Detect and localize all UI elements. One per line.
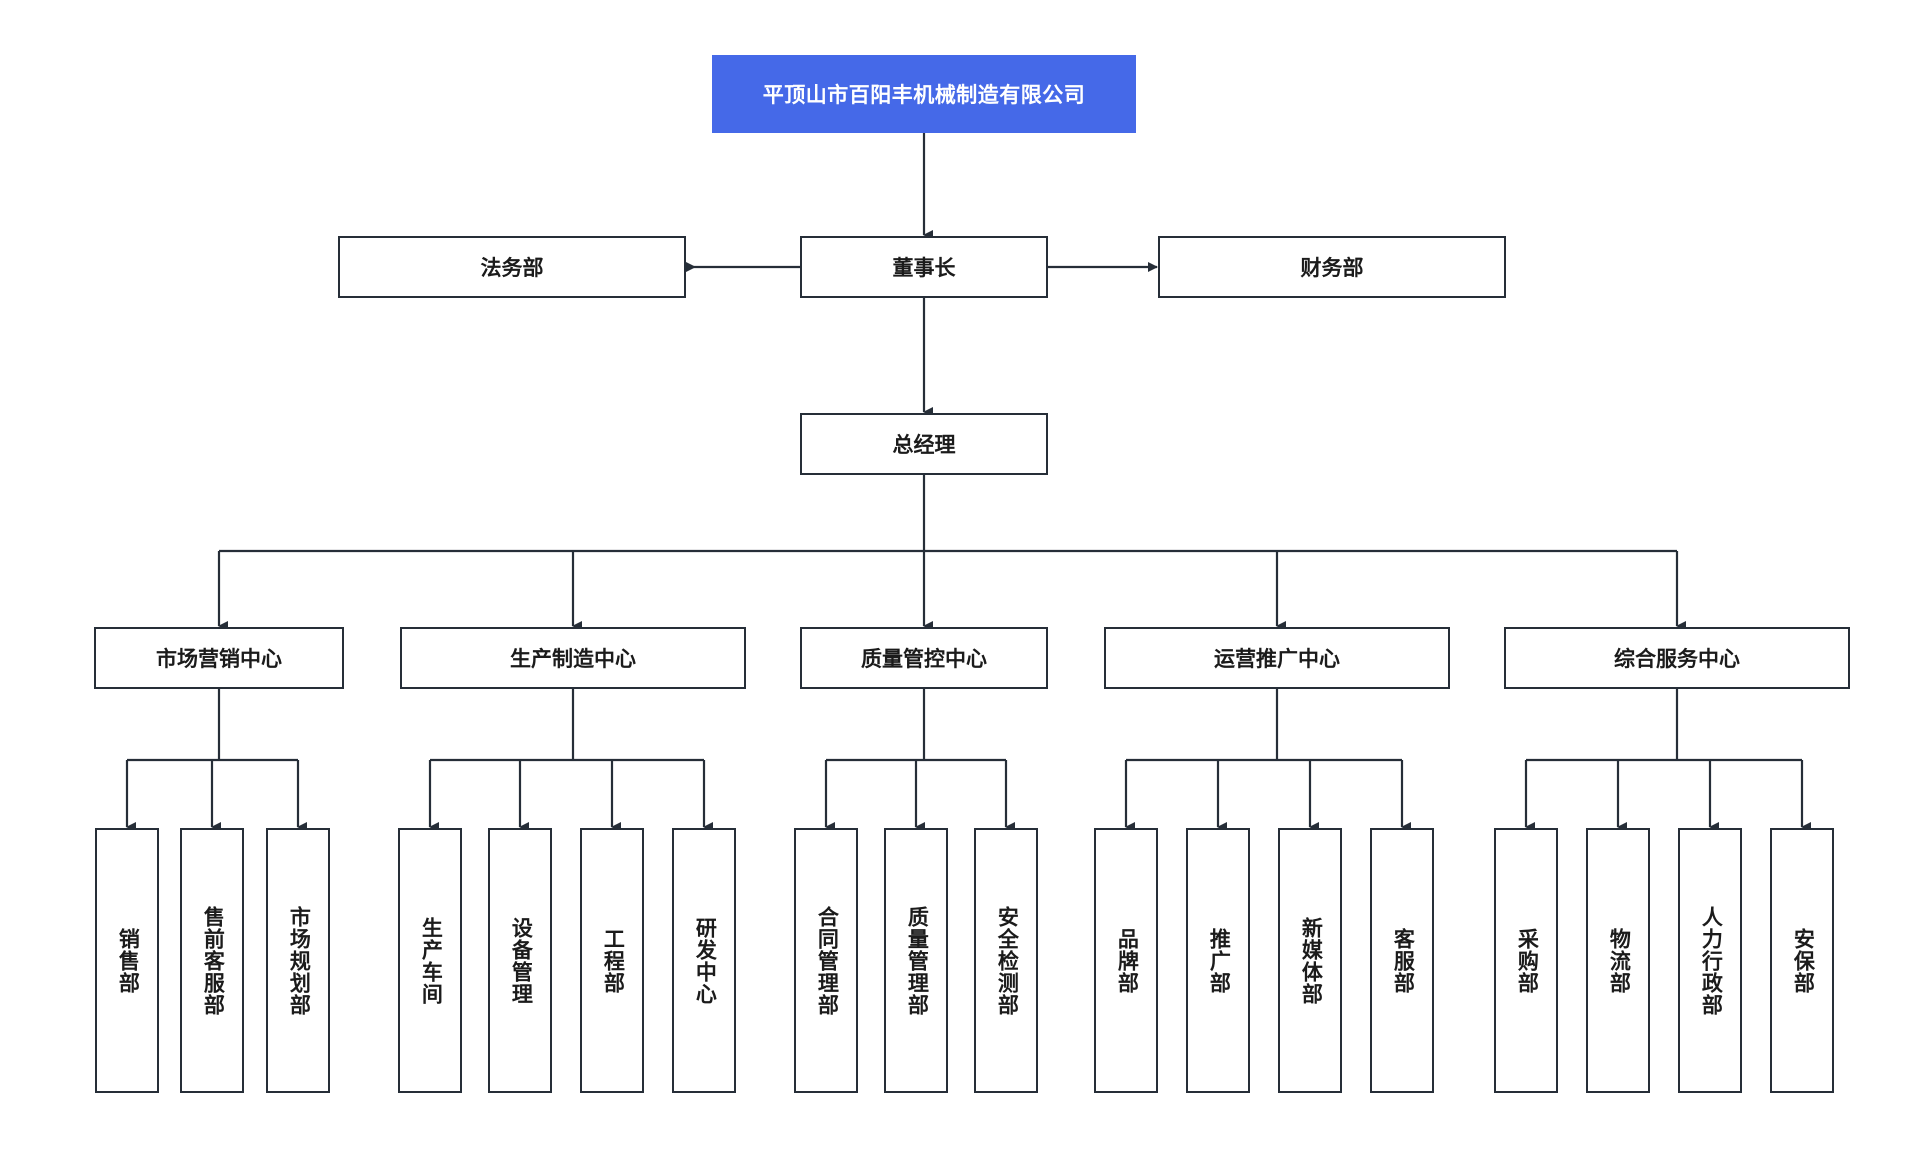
node-finance-department[interactable]: 财务部 xyxy=(1158,236,1506,298)
node-label: 财务部 xyxy=(1300,257,1364,280)
node-department-5-2[interactable]: 物流部 xyxy=(1586,828,1650,1093)
node-center-4[interactable]: 运营推广中心 xyxy=(1104,627,1450,689)
node-label: 设备管理 xyxy=(509,916,533,1005)
node-department-2-4[interactable]: 研发中心 xyxy=(672,828,736,1093)
node-chairman[interactable]: 董事长 xyxy=(800,236,1048,298)
node-legal-department[interactable]: 法务部 xyxy=(338,236,686,298)
node-label: 生产车间 xyxy=(419,916,443,1005)
node-label: 工程部 xyxy=(601,927,625,994)
node-label: 品牌部 xyxy=(1115,927,1139,994)
node-label: 总经理 xyxy=(892,434,956,457)
node-department-4-1[interactable]: 品牌部 xyxy=(1094,828,1158,1093)
node-label: 运营推广中心 xyxy=(1214,648,1340,671)
node-center-5[interactable]: 综合服务中心 xyxy=(1504,627,1850,689)
node-department-5-1[interactable]: 采购部 xyxy=(1494,828,1558,1093)
node-department-3-2[interactable]: 质量管理部 xyxy=(884,828,948,1093)
node-center-2[interactable]: 生产制造中心 xyxy=(400,627,746,689)
node-label: 销售部 xyxy=(116,927,140,994)
node-department-2-3[interactable]: 工程部 xyxy=(580,828,644,1093)
node-label: 生产制造中心 xyxy=(510,648,636,671)
node-department-5-4[interactable]: 安保部 xyxy=(1770,828,1834,1093)
node-department-1-3[interactable]: 市场规划部 xyxy=(266,828,330,1093)
node-department-5-3[interactable]: 人力行政部 xyxy=(1678,828,1742,1093)
node-label: 研发中心 xyxy=(693,916,717,1005)
node-label: 法务部 xyxy=(480,257,544,280)
node-label: 市场营销中心 xyxy=(156,648,282,671)
node-label: 董事长 xyxy=(892,257,956,280)
node-department-2-1[interactable]: 生产车间 xyxy=(398,828,462,1093)
node-label: 售前客服部 xyxy=(201,905,225,1016)
node-label: 质量管理部 xyxy=(905,905,929,1016)
node-department-1-1[interactable]: 销售部 xyxy=(95,828,159,1093)
node-department-4-3[interactable]: 新媒体部 xyxy=(1278,828,1342,1093)
node-department-3-1[interactable]: 合同管理部 xyxy=(794,828,858,1093)
node-label: 推广部 xyxy=(1207,927,1231,994)
node-department-4-2[interactable]: 推广部 xyxy=(1186,828,1250,1093)
node-label: 新媒体部 xyxy=(1299,916,1323,1005)
node-center-3[interactable]: 质量管控中心 xyxy=(800,627,1048,689)
node-company-root[interactable]: 平顶山市百阳丰机械制造有限公司 xyxy=(712,55,1136,133)
node-center-1[interactable]: 市场营销中心 xyxy=(94,627,344,689)
node-label: 合同管理部 xyxy=(815,905,839,1016)
node-label: 质量管控中心 xyxy=(861,648,987,671)
node-label: 安保部 xyxy=(1791,927,1815,994)
node-label: 物流部 xyxy=(1607,927,1631,994)
node-label: 综合服务中心 xyxy=(1614,648,1740,671)
node-label: 市场规划部 xyxy=(287,905,311,1016)
node-label: 采购部 xyxy=(1515,927,1539,994)
node-department-4-4[interactable]: 客服部 xyxy=(1370,828,1434,1093)
node-label: 平顶山市百阳丰机械制造有限公司 xyxy=(762,84,1086,107)
node-label: 安全检测部 xyxy=(995,905,1019,1016)
node-department-2-2[interactable]: 设备管理 xyxy=(488,828,552,1093)
node-general-manager[interactable]: 总经理 xyxy=(800,413,1048,475)
node-department-3-3[interactable]: 安全检测部 xyxy=(974,828,1038,1093)
node-label: 人力行政部 xyxy=(1699,905,1723,1016)
node-label: 客服部 xyxy=(1391,927,1415,994)
node-department-1-2[interactable]: 售前客服部 xyxy=(180,828,244,1093)
